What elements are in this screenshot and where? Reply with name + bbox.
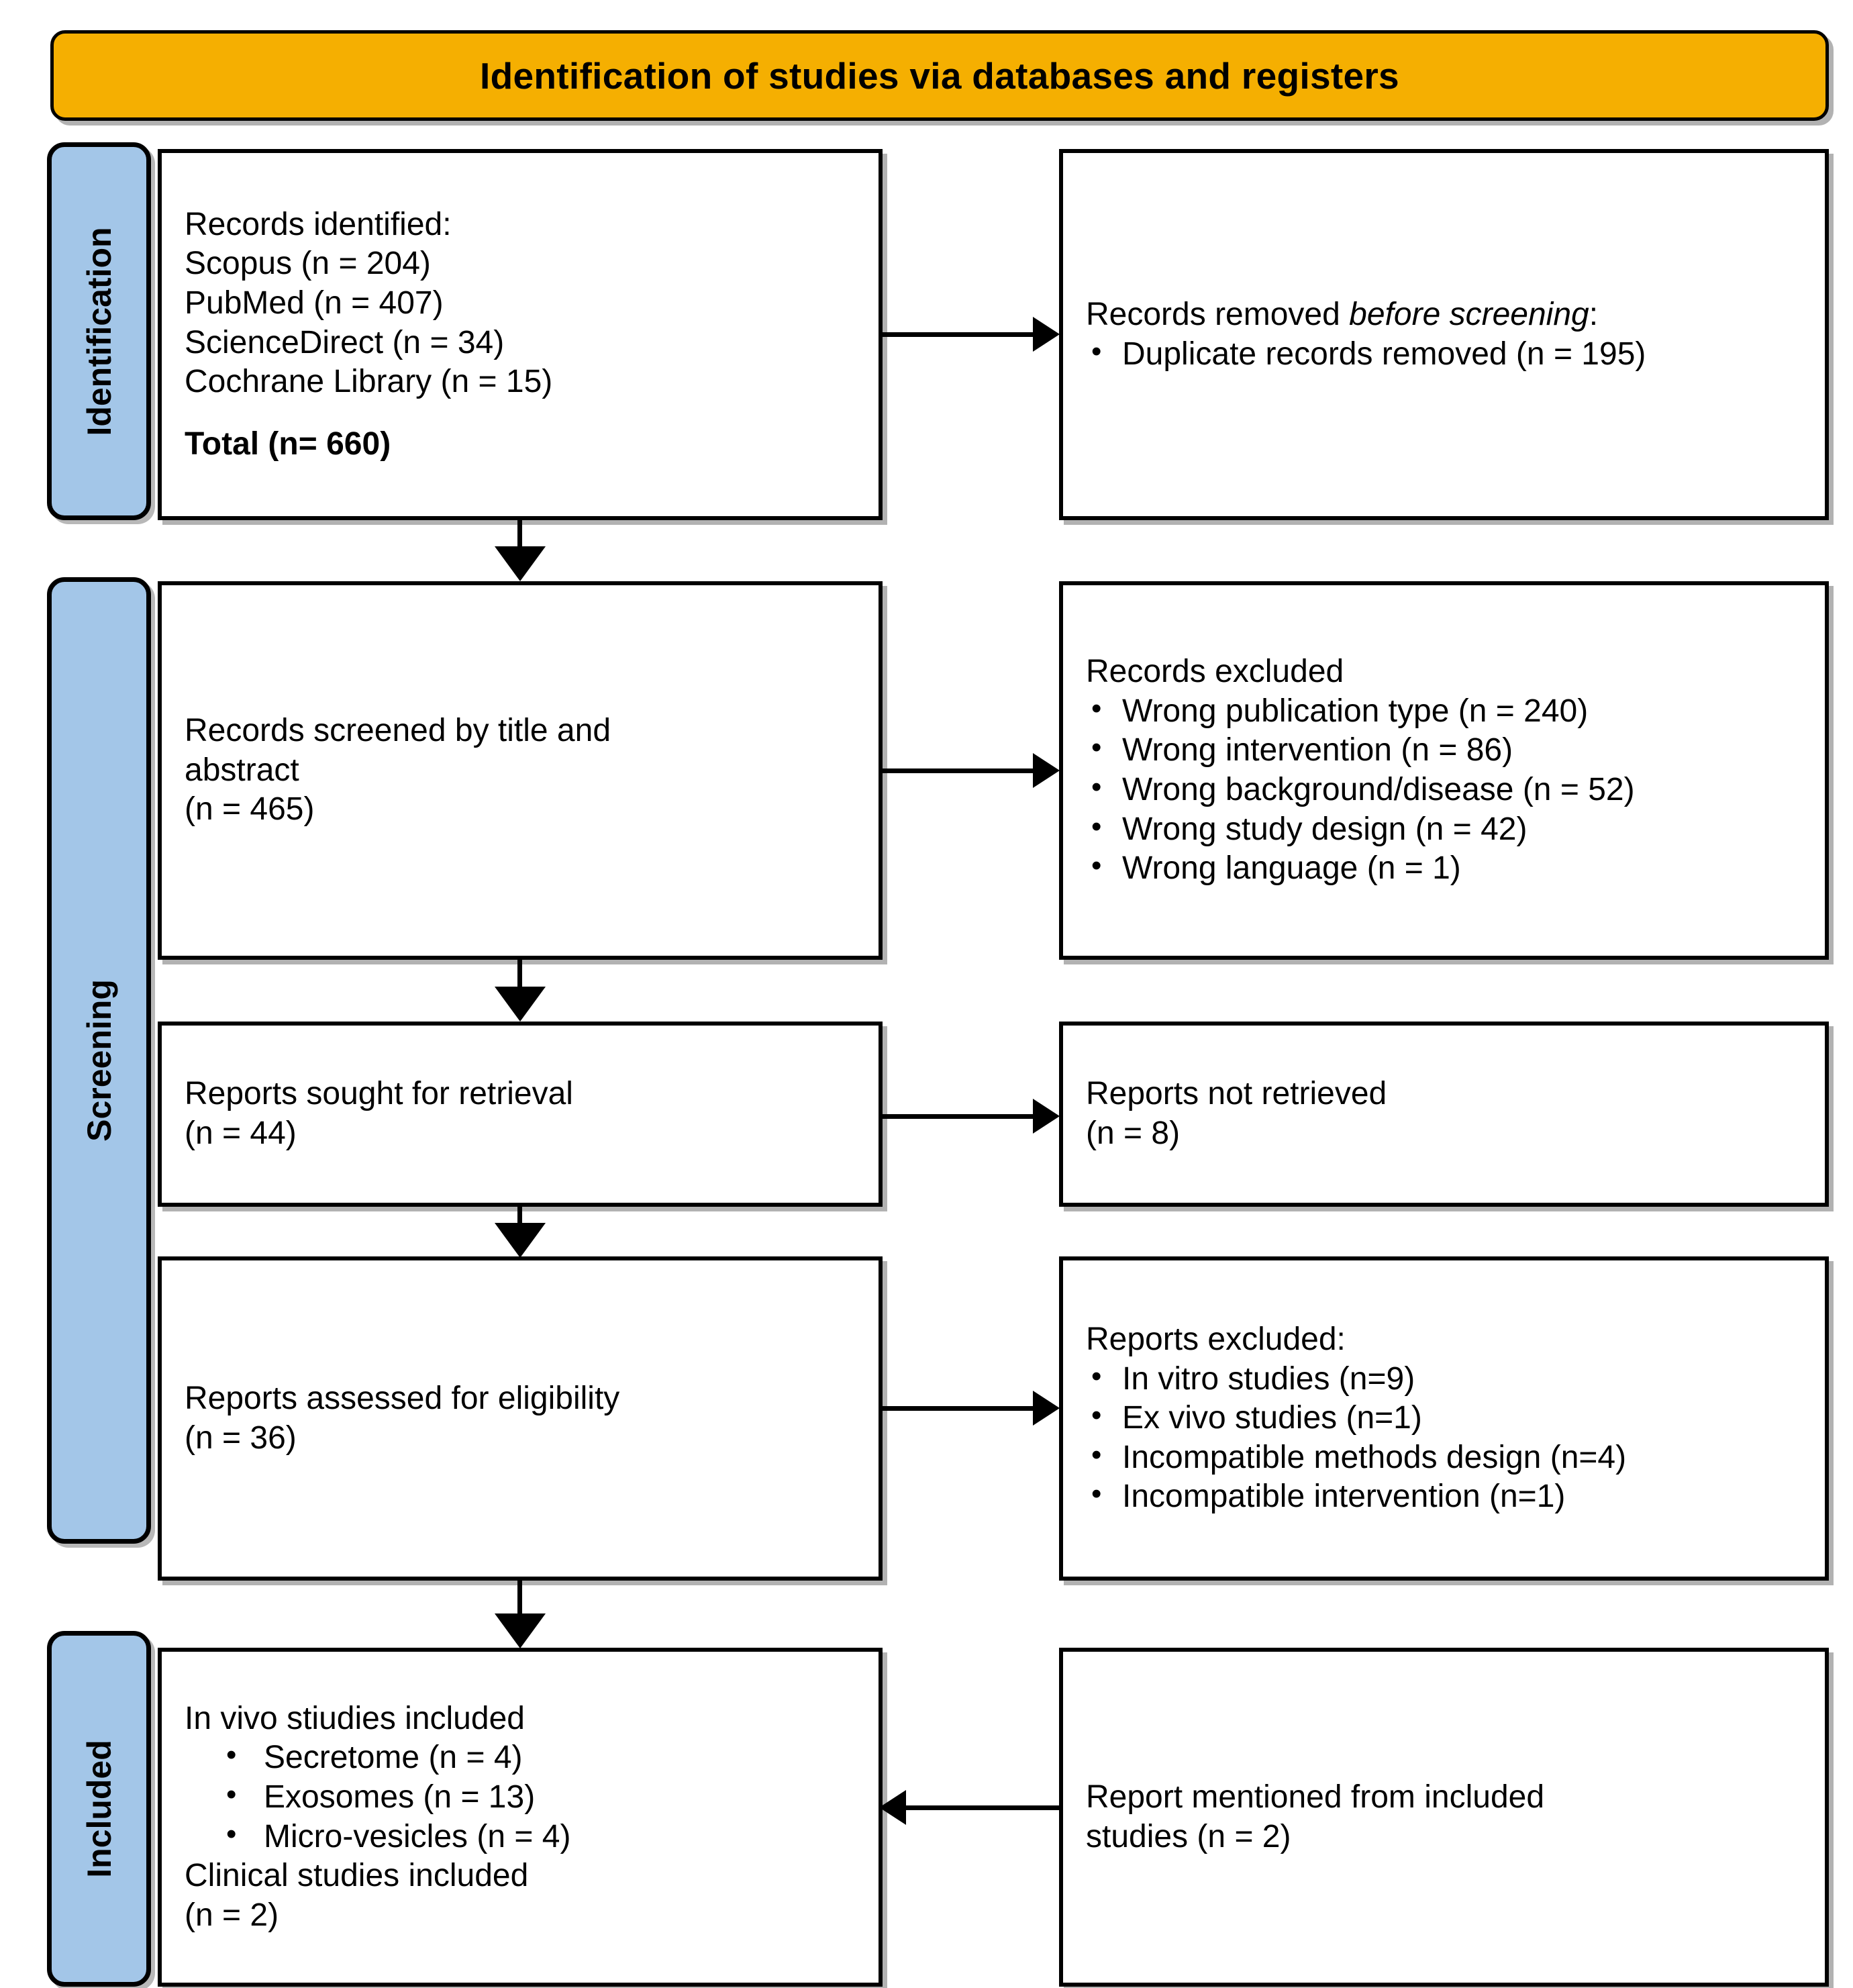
- source-cochrane-library: Cochrane Library (n = 15): [185, 364, 553, 400]
- source-scopus: Scopus (n = 204): [185, 246, 431, 282]
- records-identified-total: Total (n= 660): [185, 426, 391, 462]
- box-reports-assessed-for-eligibility: Reports assessed for eligibility (n = 36…: [158, 1256, 883, 1581]
- stage-sidebar-screening: Screening: [47, 577, 151, 1544]
- reports-assessed-line-1: Reports assessed for eligibility: [185, 1380, 620, 1416]
- source-pubmed: PubMed (n = 407): [185, 285, 444, 321]
- arrow-sought-to-not-retrieved: [1033, 1099, 1060, 1134]
- stage-label-screening: Screening: [80, 979, 118, 1142]
- bullet-wrong-language: Wrong language (n = 1): [1086, 848, 1802, 889]
- clinical-studies-included-label: Clinical studies included: [185, 1858, 529, 1894]
- arrow-identified-to-removed: [1033, 317, 1060, 352]
- bullet-in-vitro-studies: In vitro studies (n=9): [1086, 1358, 1802, 1399]
- records-screened-line-2: abstract: [185, 752, 299, 788]
- reports-excluded-heading: Reports excluded:: [1086, 1322, 1346, 1358]
- box-reports-sought-for-retrieval: Reports sought for retrieval (n = 44): [158, 1022, 883, 1207]
- arrow-assessed-to-reports-excluded: [1033, 1391, 1060, 1426]
- connector-line-identified-to-removed: [883, 332, 1037, 337]
- box-report-mentioned-from-included-studies: Report mentioned from included studies (…: [1059, 1648, 1829, 1987]
- connector-line-assessed-to-reports-excluded: [883, 1406, 1037, 1411]
- box-studies-included: In vivo stiudies included Secretome (n =…: [158, 1648, 883, 1987]
- diagram-title: Identification of studies via databases …: [480, 54, 1399, 97]
- records-screened-count: (n = 465): [185, 791, 315, 828]
- bullet-duplicate-records-removed: Duplicate records removed (n = 195): [1086, 334, 1802, 375]
- reports-not-retrieved-count: (n = 8): [1086, 1115, 1181, 1151]
- bullet-ex-vivo-studies: Ex vivo studies (n=1): [1086, 1397, 1802, 1438]
- records-removed-bullet-list: Duplicate records removed (n = 195): [1086, 334, 1802, 375]
- arrow-assessed-to-included: [495, 1613, 546, 1648]
- stage-label-identification: Identification: [80, 226, 118, 436]
- box-records-identified: Records identified: Scopus (n = 204) Pub…: [158, 149, 883, 520]
- clinical-studies-included-count: (n = 2): [185, 1897, 279, 1933]
- box-reports-not-retrieved: Reports not retrieved (n = 8): [1059, 1022, 1829, 1207]
- reports-assessed-count: (n = 36): [185, 1420, 297, 1456]
- connector-line-screened-to-excluded: [883, 768, 1037, 773]
- report-mentioned-count: studies (n = 2): [1086, 1818, 1291, 1854]
- bullet-wrong-publication-type: Wrong publication type (n = 240): [1086, 691, 1802, 732]
- arrow-mentioned-to-included: [879, 1790, 906, 1825]
- records-identified-heading: Records identified:: [185, 206, 452, 242]
- records-excluded-bullet-list: Wrong publication type (n = 240) Wrong i…: [1086, 691, 1802, 889]
- bullet-secretome: Secretome (n = 4): [185, 1737, 856, 1778]
- reports-sought-count: (n = 44): [185, 1115, 297, 1151]
- box-records-removed-before-screening: Records removed before screening: Duplic…: [1059, 149, 1829, 520]
- box-reports-excluded: Reports excluded: In vitro studies (n=9)…: [1059, 1256, 1829, 1581]
- records-removed-heading-tail: :: [1589, 296, 1599, 332]
- bullet-incompatible-intervention: Incompatible intervention (n=1): [1086, 1476, 1802, 1517]
- reports-excluded-bullet-list: In vitro studies (n=9) Ex vivo studies (…: [1086, 1358, 1802, 1517]
- bullet-wrong-intervention: Wrong intervention (n = 86): [1086, 730, 1802, 771]
- bullet-wrong-study-design: Wrong study design (n = 42): [1086, 809, 1802, 850]
- bullet-wrong-background-disease: Wrong background/disease (n = 52): [1086, 769, 1802, 810]
- stage-sidebar-included: Included: [47, 1631, 151, 1987]
- connector-line-sought-to-assessed: [517, 1207, 522, 1226]
- connector-line-identified-to-screened: [517, 520, 522, 548]
- arrow-screened-to-sought: [495, 987, 546, 1022]
- records-excluded-heading: Records excluded: [1086, 654, 1344, 690]
- arrow-screened-to-excluded: [1033, 753, 1060, 788]
- connector-line-screened-to-sought: [517, 960, 522, 988]
- connector-line-assessed-to-included: [517, 1581, 522, 1616]
- reports-not-retrieved-line-1: Reports not retrieved: [1086, 1076, 1387, 1112]
- connector-line-sought-to-not-retrieved: [883, 1114, 1037, 1119]
- arrow-sought-to-assessed: [495, 1223, 546, 1258]
- stage-sidebar-identification: Identification: [47, 142, 151, 520]
- box-records-screened: Records screened by title and abstract (…: [158, 581, 883, 960]
- records-screened-line-1: Records screened by title and: [185, 713, 611, 749]
- records-removed-heading: Records removed before screening:: [1086, 295, 1802, 335]
- source-sciencedirect: ScienceDirect (n = 34): [185, 324, 505, 360]
- reports-sought-line-1: Reports sought for retrieval: [185, 1076, 573, 1112]
- bullet-exosomes: Exosomes (n = 13): [185, 1777, 856, 1818]
- bullet-incompatible-methods-design: Incompatible methods design (n=4): [1086, 1437, 1802, 1478]
- bullet-micro-vesicles: Micro-vesicles (n = 4): [185, 1816, 856, 1857]
- studies-included-bullet-list: Secretome (n = 4) Exosomes (n = 13) Micr…: [185, 1737, 856, 1857]
- connector-line-mentioned-to-included: [903, 1805, 1059, 1810]
- studies-included-heading: In vivo stiudies included: [185, 1700, 525, 1736]
- diagram-header-banner: Identification of studies via databases …: [50, 30, 1829, 121]
- stage-label-included: Included: [80, 1740, 118, 1878]
- report-mentioned-line-1: Report mentioned from included: [1086, 1779, 1545, 1815]
- records-removed-heading-plain: Records removed: [1086, 296, 1350, 332]
- arrow-identified-to-screened: [495, 546, 546, 581]
- records-removed-heading-italic: before screening: [1349, 296, 1589, 332]
- box-records-excluded: Records excluded Wrong publication type …: [1059, 581, 1829, 960]
- spacer: [185, 402, 856, 425]
